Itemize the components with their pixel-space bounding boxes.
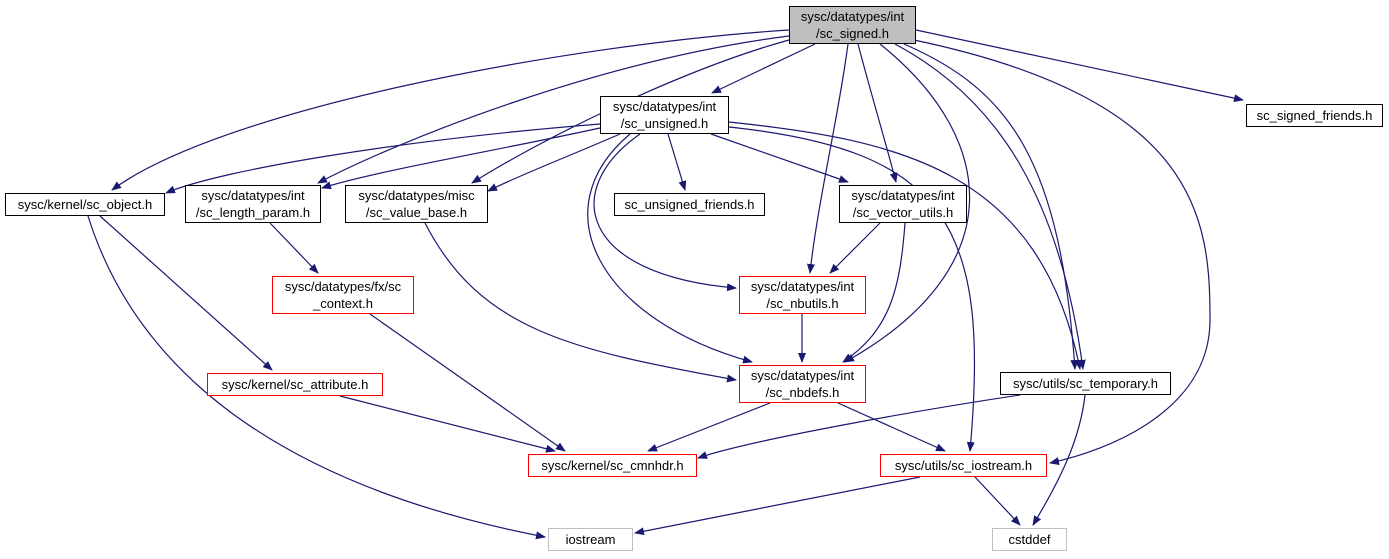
edge-unsigned-to-temporary [728,121,1083,370]
edge-iostream-to-cstddef [974,476,1021,526]
edge-vector-utils-to-nbdefs [842,222,906,363]
node-label: sysc/utils/sc_iostream.h [894,458,1033,473]
edge-nbdefs-to-iostream [837,402,946,452]
node-label: sysc/kernel/sc_attribute.h [221,377,369,392]
node-sc-unsigned[interactable]: sysc/datatypes/int /sc_unsigned.h [600,96,729,134]
edge-signed-to-unsigned [711,43,816,94]
node-label: sysc/datatypes/int /sc_unsigned.h [612,99,717,131]
node-label: sysc/datatypes/int /sc_length_param.h [195,188,311,220]
edge-iostream-to-iostream [634,476,921,536]
edge-unsigned-to-nbutils [593,133,737,292]
node-sc-context[interactable]: sysc/datatypes/fx/sc _context.h [272,276,414,314]
edge-unsigned-to-value-base [487,133,621,192]
node-sc-length-param[interactable]: sysc/datatypes/int /sc_length_param.h [185,185,321,223]
edge-nbdefs-to-cmnhdr [647,402,771,452]
dependency-edges [87,29,1244,540]
edge-unsigned-to-object [165,123,601,194]
edge-signed-to-nbdefs [844,43,970,363]
node-sc-attribute[interactable]: sysc/kernel/sc_attribute.h [207,373,383,396]
edge-signed-to-nbutils [807,43,849,274]
edge-unsigned-to-vector-utils [710,133,849,183]
edge-signed-to-vector-utils [857,43,898,183]
node-sc-nbdefs[interactable]: sysc/datatypes/int /sc_nbdefs.h [739,365,866,403]
edge-signed-to-temporary [894,43,1086,370]
edge-temporary-to-cmnhdr [697,394,1021,459]
node-label: sysc/kernel/sc_object.h [17,197,153,212]
edge-context-to-cmnhdr [369,313,566,452]
edge-temporary-to-cstddef [1032,394,1086,526]
edge-signed-to-signed-friends [915,29,1244,103]
edge-signed-to-temporary-2 [903,43,1079,370]
node-sc-object[interactable]: sysc/kernel/sc_object.h [5,193,165,216]
node-sc-vector-utils[interactable]: sysc/datatypes/int /sc_vector_utils.h [839,185,967,223]
node-label: sc_unsigned_friends.h [624,197,755,212]
node-iostream[interactable]: iostream [548,528,633,551]
node-label: cstddef [1008,532,1051,547]
node-label: iostream [565,532,616,547]
node-label: sysc/utils/sc_temporary.h [1013,376,1158,391]
node-sc-iostream[interactable]: sysc/utils/sc_iostream.h [880,454,1047,477]
node-sc-nbutils[interactable]: sysc/datatypes/int /sc_nbutils.h [739,276,866,314]
node-sc-unsigned-friends[interactable]: sc_unsigned_friends.h [614,193,765,216]
node-label: sysc/datatypes/int /sc_signed.h [800,9,905,41]
edge-signed-to-iostream [913,39,1211,466]
edge-attribute-to-cmnhdr [339,395,556,453]
node-label: sc_signed_friends.h [1256,108,1373,123]
node-label: sysc/datatypes/int /sc_nbdefs.h [750,368,855,400]
node-label: sysc/datatypes/int /sc_vector_utils.h [851,188,955,220]
node-sc-temporary[interactable]: sysc/utils/sc_temporary.h [1000,372,1171,395]
edge-object-to-iostream [87,215,546,540]
node-sc-signed-friends[interactable]: sc_signed_friends.h [1246,104,1383,127]
edge-unsigned-to-length-param [321,127,601,190]
node-label: sysc/kernel/sc_cmnhdr.h [541,458,684,473]
edge-object-to-attribute [99,215,273,371]
node-label: sysc/datatypes/misc /sc_value_base.h [358,188,475,220]
edge-signed-to-length-param [317,35,790,184]
edge-unsigned-to-unsigned-friends [667,133,687,191]
edge-value-base-to-nbdefs [424,222,737,383]
edge-length-param-to-context [269,222,319,274]
edge-signed-to-object [111,29,790,191]
node-sc-signed[interactable]: sysc/datatypes/int /sc_signed.h [789,6,916,44]
node-sc-value-base[interactable]: sysc/datatypes/misc /sc_value_base.h [345,185,488,223]
node-sc-cmnhdr[interactable]: sysc/kernel/sc_cmnhdr.h [528,454,697,477]
edge-unsigned-to-nbdefs [587,133,753,364]
node-label: sysc/datatypes/int /sc_nbutils.h [750,279,855,311]
edge-vector-utils-to-nbutils [829,222,881,274]
node-cstddef[interactable]: cstddef [992,528,1067,551]
node-label: sysc/datatypes/fx/sc _context.h [284,279,402,311]
